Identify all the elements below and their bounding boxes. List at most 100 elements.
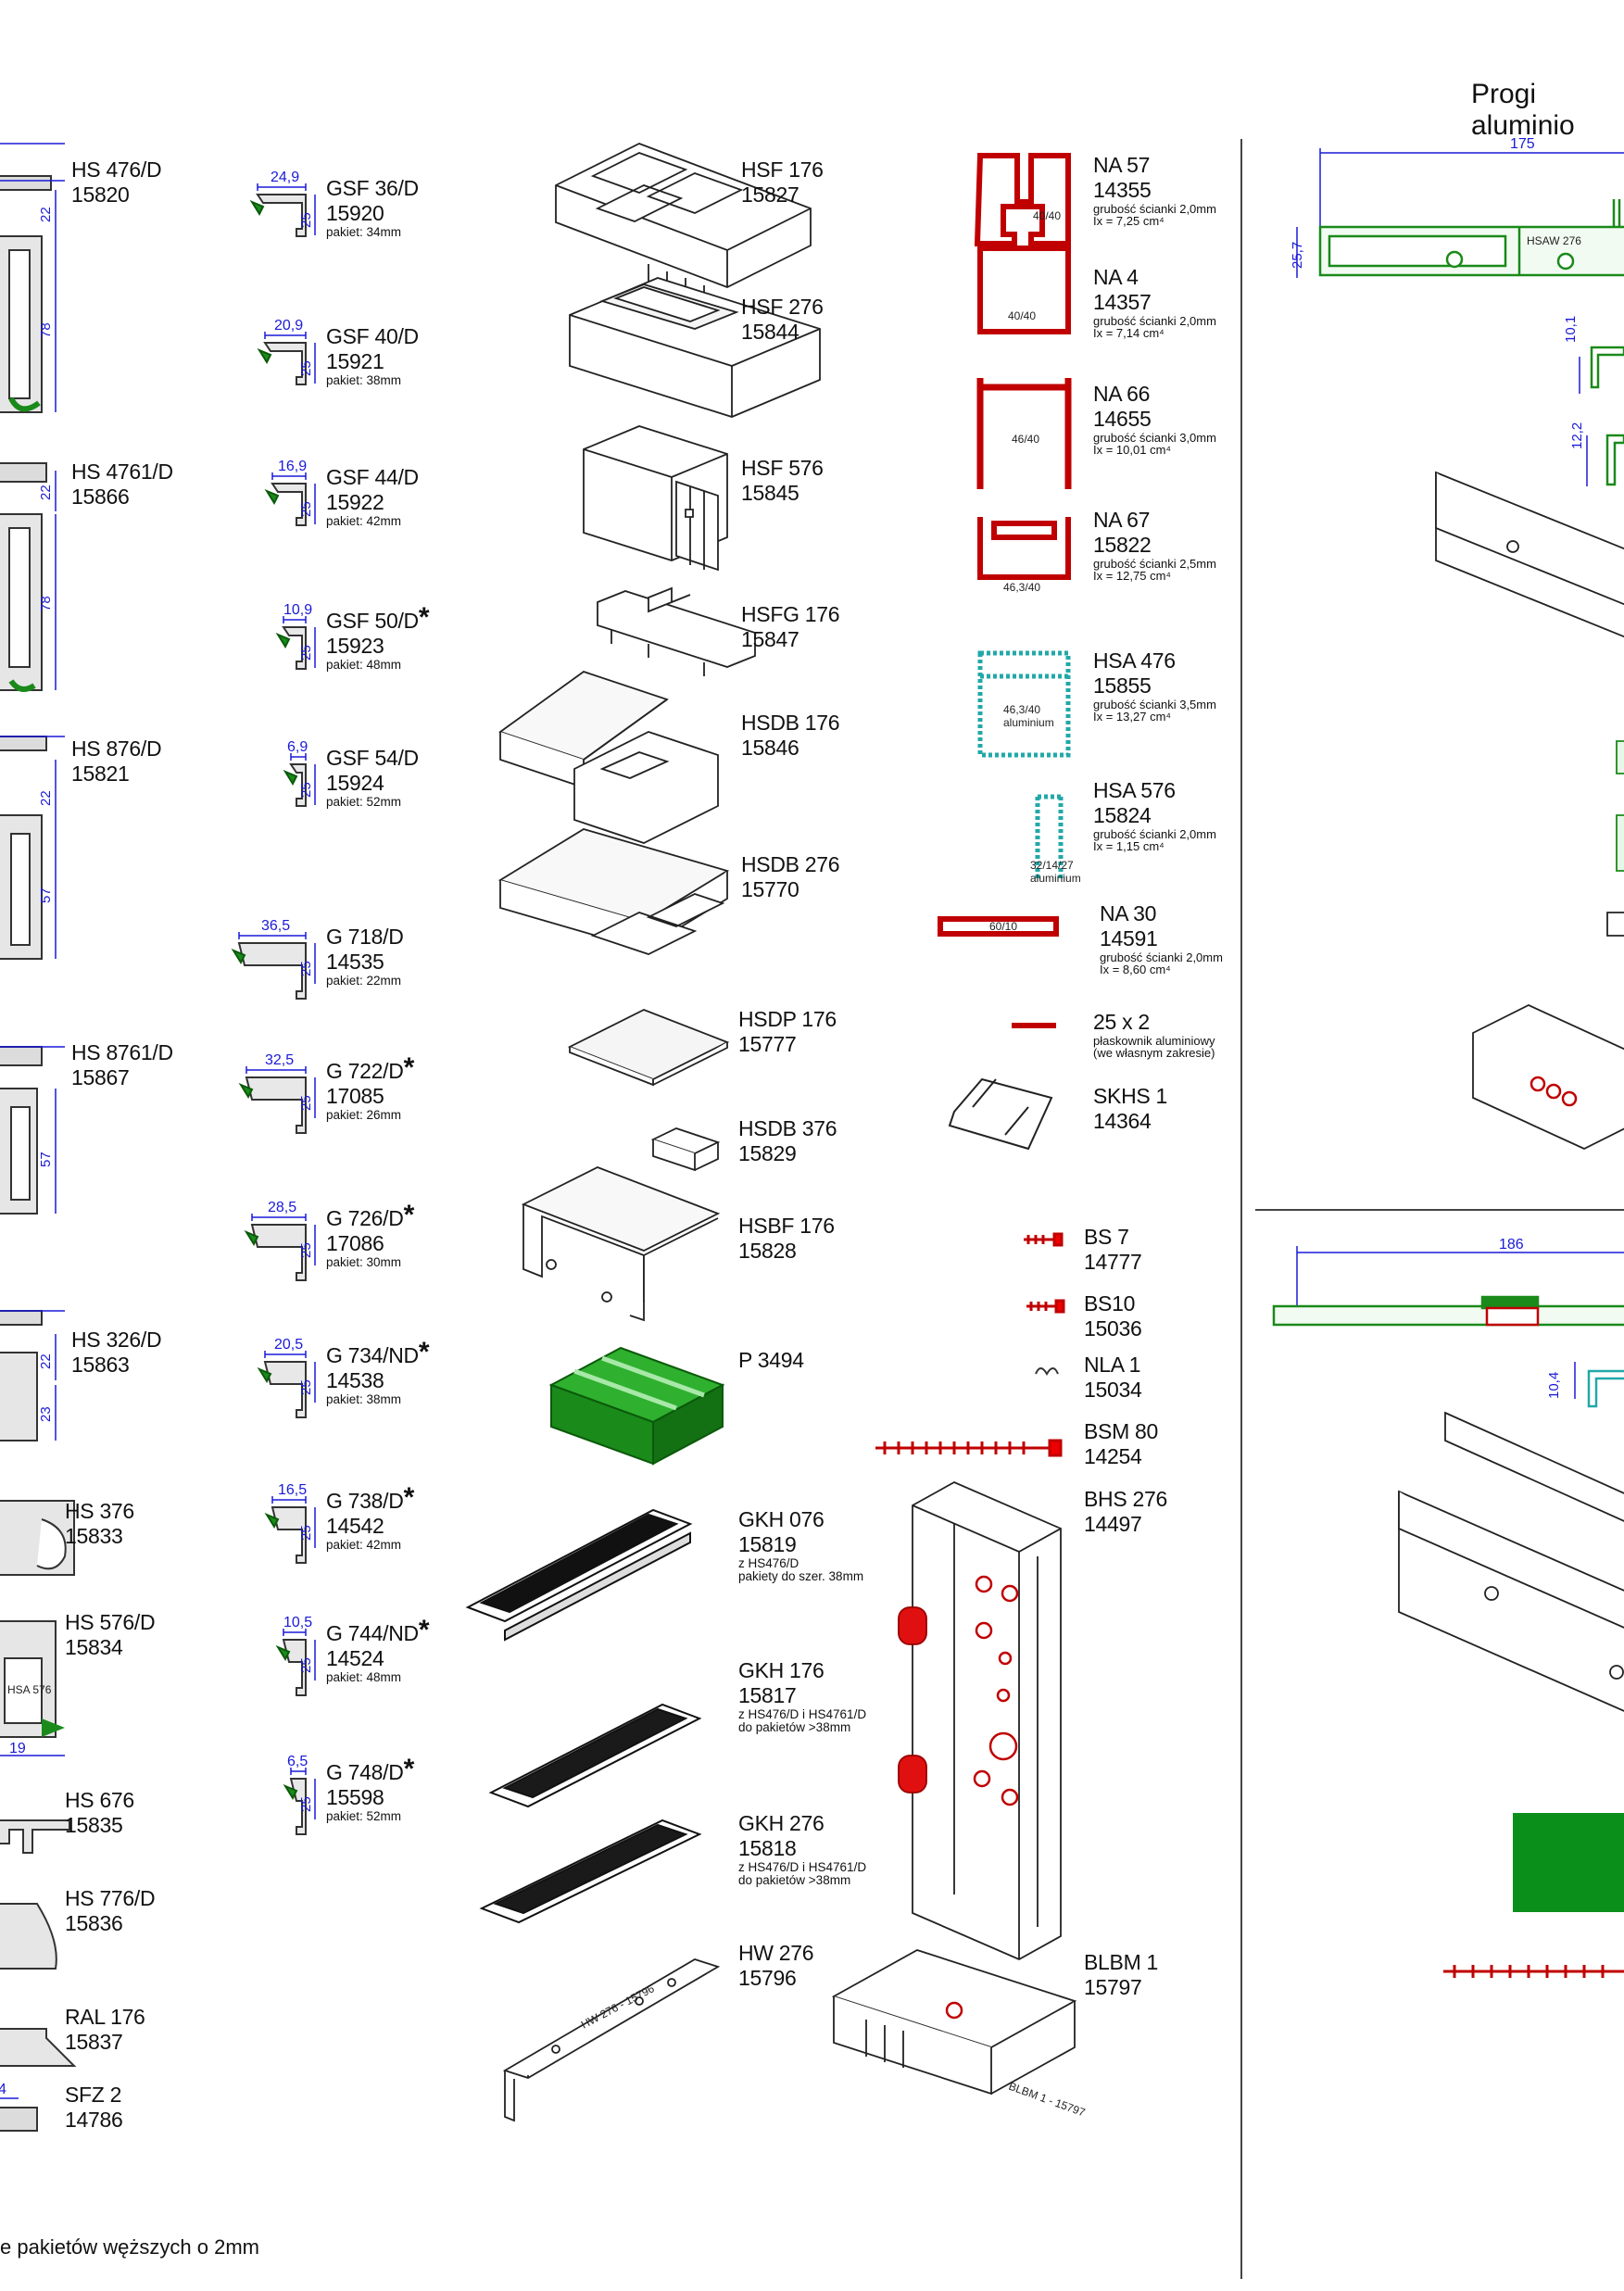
- item-code: 17085: [326, 1084, 384, 1108]
- item-code: 15855: [1093, 673, 1152, 698]
- item-note: pakiet: 34mm: [326, 225, 402, 239]
- item-note: pakiet: 52mm: [326, 1809, 402, 1823]
- item-code: 15923: [326, 634, 384, 658]
- item-name: HSA 476: [1093, 648, 1176, 673]
- item-code: 15827: [741, 183, 799, 207]
- page-title: Progi aluminio: [1471, 79, 1575, 141]
- item-name: SKHS 1: [1093, 1084, 1168, 1108]
- item-name: BLBM 1: [1084, 1950, 1159, 1974]
- item-note: z HS476/D pakiety do szer. 38mm: [738, 1556, 864, 1583]
- gasket-profile: [263, 1361, 307, 1418]
- dimension-width: 16,9: [278, 459, 307, 474]
- svg-text:60/10: 60/10: [989, 920, 1017, 933]
- svg-text:22: 22: [38, 485, 54, 500]
- col1-dimensions: [0, 143, 65, 2099]
- gasket-profile: [250, 1224, 307, 1281]
- svg-text:19: 19: [9, 1741, 26, 1756]
- item-code: 15828: [738, 1239, 797, 1263]
- dimension-height: 25: [298, 1242, 314, 1258]
- gasket-profile: [271, 483, 307, 526]
- svg-text:22: 22: [38, 790, 54, 806]
- item-note: grubość ścianki 3,0mm Ix = 10,01 cm⁴: [1093, 431, 1216, 457]
- dimension-height: 25: [298, 212, 314, 228]
- dimension-line: [271, 472, 316, 524]
- item-note: pakiet: 42mm: [326, 514, 402, 528]
- dimension-line: [283, 1629, 316, 1680]
- item-note: pakiet: 26mm: [326, 1108, 402, 1122]
- item-code: 17086: [326, 1231, 384, 1255]
- item-name: G 718/D: [326, 925, 404, 949]
- item-name: HSDP 176: [738, 1007, 837, 1031]
- gasket-profile: [237, 942, 307, 1000]
- svg-text:23: 23: [38, 1406, 54, 1422]
- item-name: HSBF 176: [738, 1214, 835, 1238]
- item-name: BS 7: [1084, 1225, 1129, 1249]
- gasket-profile: [256, 194, 307, 237]
- col2-profiles: [231, 194, 307, 1835]
- dimension-height: 25: [298, 1657, 314, 1673]
- dimension-height: 25: [298, 1525, 314, 1541]
- right-parts: [1435, 471, 1624, 1150]
- dimension-width: 10,5: [283, 1615, 312, 1630]
- item-note: pakiet: 30mm: [326, 1255, 402, 1269]
- item-code: 15922: [326, 490, 384, 514]
- svg-text:46,3/40: 46,3/40: [1003, 703, 1040, 716]
- dimension-width: 32,5: [265, 1052, 294, 1068]
- item-code: 15034: [1084, 1378, 1142, 1402]
- dimension-height: 25: [298, 1379, 314, 1395]
- green-seal: [283, 769, 298, 787]
- item-name: G 744/ND: [326, 1621, 419, 1645]
- p3494-brush-block: [548, 1346, 725, 1466]
- dimension-height: 25: [298, 961, 314, 976]
- green-seal: [249, 199, 265, 217]
- item-code: 15921: [326, 349, 384, 373]
- item-note: grubość ścianki 3,5mm Ix = 13,27 cm⁴: [1093, 698, 1216, 724]
- skhs1-clip: [948, 1077, 1053, 1151]
- nla1-clip: [1035, 1367, 1059, 1376]
- item-code: 14497: [1084, 1512, 1142, 1536]
- item-note: grubość ścianki 2,0mm Ix = 7,25 cm⁴: [1093, 202, 1216, 228]
- svg-text:HSA 576: HSA 576: [7, 1683, 52, 1696]
- item-name: GSF 44/D: [326, 465, 419, 489]
- item-code: 15920: [326, 201, 384, 225]
- dimension-width: 36,5: [261, 918, 290, 934]
- star-mark: *: [403, 1052, 415, 1083]
- svg-text:57: 57: [38, 887, 54, 903]
- item-name: BSM 80: [1084, 1419, 1159, 1443]
- hw276-bracket: [502, 1958, 721, 2122]
- item-name: G 722/D: [326, 1059, 404, 1083]
- item-name: HSDB 276: [741, 852, 840, 876]
- dimension-width: 28,5: [268, 1200, 296, 1215]
- item-note: płaskownik aluminiowy (we własnym zakres…: [1093, 1034, 1215, 1060]
- item-name: NLA 1: [1084, 1353, 1141, 1377]
- green-seal: [231, 948, 246, 965]
- svg-text:46,3/40: 46,3/40: [1003, 581, 1040, 594]
- screws: [875, 1232, 1065, 1457]
- item-name: HSDB 376: [738, 1116, 837, 1140]
- item-name: G 734/ND: [326, 1343, 419, 1367]
- item-code: 15797: [1084, 1975, 1142, 1999]
- svg-text:22: 22: [38, 1353, 54, 1369]
- green-seal: [264, 488, 280, 506]
- item-note: pakiet: 48mm: [326, 1670, 402, 1684]
- svg-text:aluminium: aluminium: [1003, 716, 1054, 729]
- green-seal: [238, 1082, 254, 1100]
